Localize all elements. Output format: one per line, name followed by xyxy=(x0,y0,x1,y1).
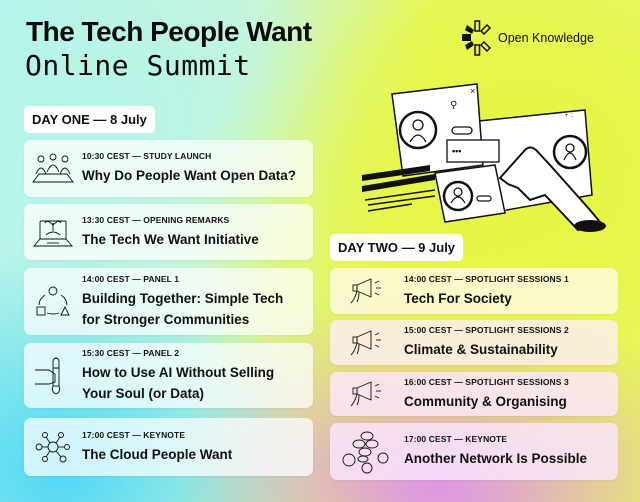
session-meta: 17:00 CEST — KEYNOTE xyxy=(82,429,186,440)
session-meta: 14:00 CEST — SPOTLIGHT SESSIONS 1 xyxy=(404,273,569,284)
session-title: The Cloud People Want xyxy=(82,446,233,462)
session-title: Climate & Sustainability xyxy=(404,342,558,357)
session-title: Tech For Society xyxy=(404,290,512,306)
open-knowledge-logo-icon xyxy=(462,20,492,56)
svg-text:⚲: ⚲ xyxy=(450,100,457,111)
session-meta: 17:00 CEST — KEYNOTE xyxy=(404,434,508,444)
day-two-label: DAY TWO — 9 July xyxy=(330,234,464,261)
svg-text:+ ::: + :: xyxy=(565,113,574,119)
session-meta: 16:00 CEST — SPOTLIGHT SESSIONS 3 xyxy=(404,376,569,387)
session-title: Community & Organising xyxy=(404,393,567,409)
day-one-label: DAY ONE — 8 July xyxy=(24,106,155,133)
session-card-day1-3[interactable]: 14:00 CEST — PANEL 1 Building Together: … xyxy=(24,268,313,335)
brand-logo: Open Knowledge xyxy=(462,20,594,56)
session-card-day2-4[interactable]: 17:00 CEST — KEYNOTE Another Network Is … xyxy=(330,423,618,480)
session-meta: 15:30 CEST — PANEL 2 xyxy=(82,347,180,358)
megaphone-icon xyxy=(330,275,404,307)
title-line-2: Online Summit xyxy=(25,49,251,82)
session-meta: 10:30 CEST — STUDY LAUNCH xyxy=(82,151,212,161)
megaphone-icon xyxy=(330,327,404,359)
session-card-day1-2[interactable]: 13:30 CEST — OPENING REMARKS The Tech We… xyxy=(24,204,313,260)
laptop-sprout-icon xyxy=(24,215,82,249)
session-title: Another Network Is Possible xyxy=(404,451,588,466)
session-card-day1-4[interactable]: 15:30 CEST — PANEL 2 How to Use AI Witho… xyxy=(24,343,313,408)
session-card-day2-3[interactable]: 16:00 CEST — SPOTLIGHT SESSIONS 3 Commun… xyxy=(330,372,618,416)
video-call-hand-illustration: + :: ⚲ × ••• xyxy=(362,83,606,232)
community-cycle-icon xyxy=(24,285,82,319)
session-card-day2-1[interactable]: 14:00 CEST — SPOTLIGHT SESSIONS 1 Tech F… xyxy=(330,268,618,314)
megaphone-icon xyxy=(330,378,404,410)
brand-name: Open Knowledge xyxy=(498,31,594,45)
network-nodes-icon xyxy=(24,429,82,465)
session-meta: 15:00 CEST — SPOTLIGHT SESSIONS 2 xyxy=(404,325,569,335)
session-title: How to Use AI Without Selling Your Soul … xyxy=(82,364,275,401)
session-card-day1-1[interactable]: 10:30 CEST — STUDY LAUNCH Why Do People … xyxy=(24,140,313,197)
session-title: Building Together: Simple Tech for Stron… xyxy=(82,290,284,327)
svg-text:×: × xyxy=(470,86,475,96)
session-title: Why Do People Want Open Data? xyxy=(82,168,297,183)
people-at-table-icon xyxy=(24,152,82,186)
svg-text:•••: ••• xyxy=(452,146,461,156)
session-card-day2-2[interactable]: 15:00 CEST — SPOTLIGHT SESSIONS 2 Climat… xyxy=(330,320,618,365)
session-meta: 14:00 CEST — PANEL 1 xyxy=(82,273,180,284)
people-speech-bubbles-icon xyxy=(330,430,404,474)
session-card-day1-5[interactable]: 17:00 CEST — KEYNOTE The Cloud People Wa… xyxy=(24,418,313,476)
title-line-1: The Tech People Want xyxy=(26,16,312,47)
hand-wrench-icon xyxy=(24,354,82,398)
session-meta: 13:30 CEST — OPENING REMARKS xyxy=(82,214,230,225)
session-title: The Tech We Want Initiative xyxy=(82,231,259,247)
